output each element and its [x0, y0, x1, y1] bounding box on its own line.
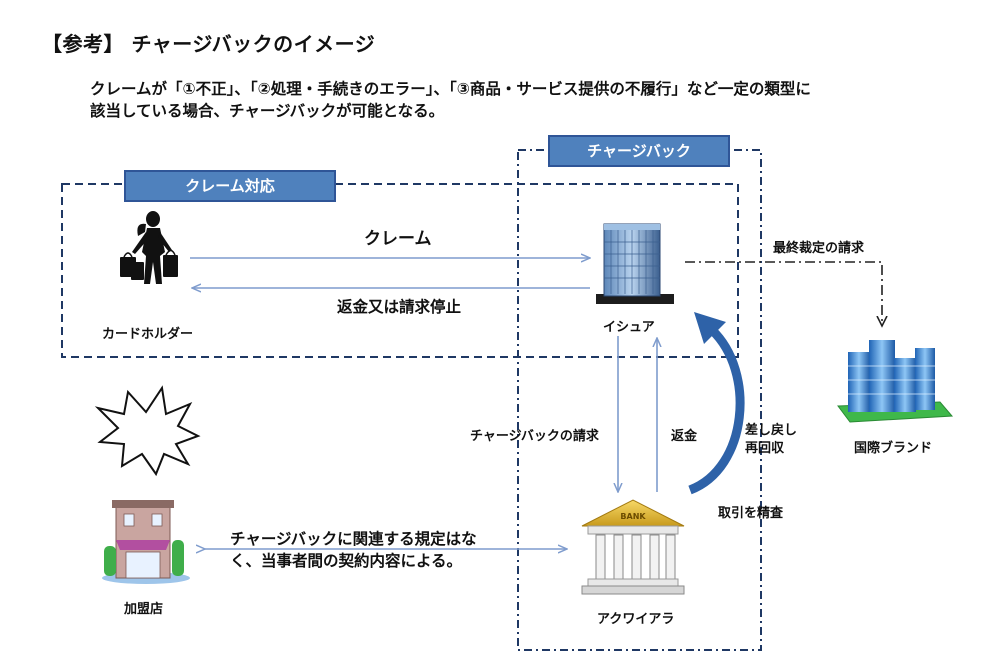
final-ruling-arrow: [685, 261, 882, 326]
rules-label-line-2: く、当事者間の契約内容による。: [230, 552, 463, 570]
issuer-building-icon: [596, 223, 674, 304]
claim-label: クレーム: [364, 229, 432, 249]
description: クレームが「①不正」、「②処理・手続きのエラー」、「③商品・サービス提供の不履行…: [90, 78, 811, 122]
acquirer-bank-icon: [581, 499, 685, 595]
description-line-1: クレームが「①不正」、「②処理・手続きのエラー」、「③商品・サービス提供の不履行…: [90, 80, 811, 98]
brand-building-icon: [837, 340, 954, 423]
final-ruling-label: 最終裁定の請求: [773, 241, 865, 256]
refund-label: 返金: [671, 429, 698, 444]
reversal-label-line-2: 再回収: [745, 441, 785, 456]
page-title: 【参考】 チャージバックのイメージ: [42, 32, 376, 56]
rules-label: チャージバックに関連する規定はな く、当事者間の契約内容による。: [230, 528, 477, 572]
issuer-label: イシュア: [603, 320, 655, 335]
reversal-label: 差し戻し 再回収: [745, 422, 797, 458]
cardholder-label: カードホルダー: [102, 327, 194, 342]
acquirer-label: アクワイアラ: [597, 612, 675, 627]
cardholder-icon: [120, 211, 178, 284]
description-line-2: 該当している場合、チャージバックが可能となる。: [90, 102, 445, 120]
refund-or-stop-label: 返金又は請求停止: [337, 298, 462, 316]
bank-sign: BANK: [620, 512, 646, 521]
claim-handling-box: [61, 183, 739, 358]
reversal-curve-arrow: [688, 326, 745, 495]
rules-label-line-1: チャージバックに関連する規定はな: [230, 530, 477, 548]
reversal-label-line-1: 差し戻し: [745, 423, 798, 438]
chargeback-label: チャージバック: [548, 135, 730, 167]
reversal-arrow-head: [694, 312, 726, 344]
explosion-icon: [94, 385, 201, 477]
chargeback-request-label: チャージバックの請求: [470, 429, 599, 444]
merchant-store-icon: [102, 500, 190, 584]
merchant-label: 加盟店: [124, 602, 164, 617]
claim-handling-label: クレーム対応: [124, 170, 336, 202]
brand-label: 国際ブランド: [854, 441, 933, 456]
examine-label: 取引を精査: [718, 506, 784, 521]
